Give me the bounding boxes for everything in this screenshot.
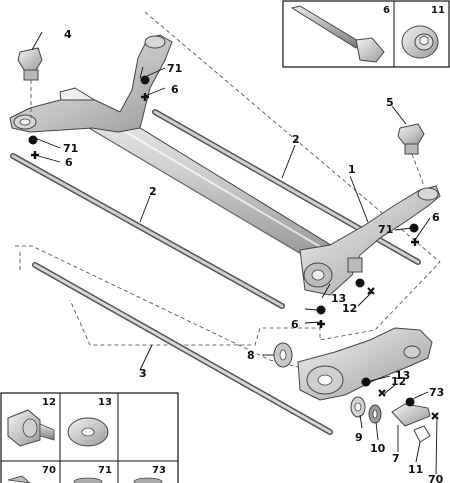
symbols: [28, 75, 439, 420]
grease-73-icon: [133, 477, 163, 483]
nut-70-icon: [7, 475, 31, 483]
callout-12-hub: 12: [391, 375, 406, 388]
washer-13-icon: [67, 417, 109, 447]
inset-label-73: 73: [152, 465, 166, 476]
dot-13-hub: [361, 377, 371, 387]
inset-label-11: 11: [431, 5, 445, 16]
callout-7: 7: [392, 452, 400, 465]
callout-4: 4: [64, 28, 72, 41]
axle-beam: [9, 34, 441, 296]
callout-13-hub: 13: [395, 369, 410, 382]
dot-71-left: [28, 135, 38, 145]
inset-bottom-left: 12 13 70 71 73: [0, 392, 179, 483]
callout-labels: 1 2 2 3 4 5 6 6 6 6 7 8 9 10 11 12 12 13…: [63, 28, 444, 483]
cross-70: [431, 412, 439, 420]
callout-2-lower: 2: [149, 185, 157, 198]
grease-71-icon: [73, 477, 103, 483]
callout-70: 70: [428, 473, 444, 483]
cap-11-icon: [401, 25, 439, 59]
rod-middle-left: [10, 153, 285, 309]
plus-6-right: [411, 238, 419, 246]
plus-6-upper: [141, 93, 149, 101]
rod-outline: [15, 245, 319, 373]
bushing-5: [397, 123, 425, 187]
callout-3: 3: [139, 367, 147, 380]
callout-8: 8: [247, 349, 255, 362]
callout-10: 10: [370, 442, 386, 455]
callout-71-upper: 71: [167, 62, 182, 75]
callout-11: 11: [408, 463, 423, 476]
callout-73: 73: [429, 386, 444, 399]
inset-label-6: 6: [383, 5, 390, 16]
callout-6-hub: 6: [291, 318, 299, 331]
inset-top-right: 6 11: [282, 0, 450, 68]
callout-13-axle: 13: [331, 292, 346, 305]
dot-71-right: [409, 223, 419, 233]
plus-6-left: [31, 151, 39, 159]
leader-lines: [31, 31, 438, 475]
plus-6-hub: [317, 320, 325, 328]
inset-label-13: 13: [98, 397, 112, 408]
inset-label-12: 12: [42, 397, 56, 408]
callout-71-left: 71: [63, 142, 78, 155]
inset-label-70: 70: [42, 465, 56, 476]
bolt-12-icon: [7, 409, 55, 447]
callout-71-right: 71: [378, 223, 393, 236]
callout-1: 1: [348, 163, 356, 176]
bolt-6-icon: [290, 5, 385, 63]
dot-13-axle: [355, 278, 365, 288]
inset-label-71: 71: [98, 465, 112, 476]
hub-carrier: [273, 327, 433, 443]
dot-71-hub: [316, 305, 326, 315]
dot-71-upper: [140, 75, 150, 85]
callout-2-upper: 2: [292, 133, 300, 146]
dot-73: [405, 397, 415, 407]
callout-9: 9: [355, 431, 363, 444]
cross-12-axle: [367, 287, 375, 295]
callout-12-axle: 12: [342, 302, 357, 315]
callout-5: 5: [386, 96, 394, 109]
callout-6-right: 6: [432, 211, 440, 224]
rod-lower: [32, 262, 333, 435]
callout-6-upper: 6: [171, 83, 179, 96]
bushing-4: [17, 47, 43, 118]
cross-12-hub: [378, 389, 386, 397]
callout-6-left: 6: [65, 156, 73, 169]
